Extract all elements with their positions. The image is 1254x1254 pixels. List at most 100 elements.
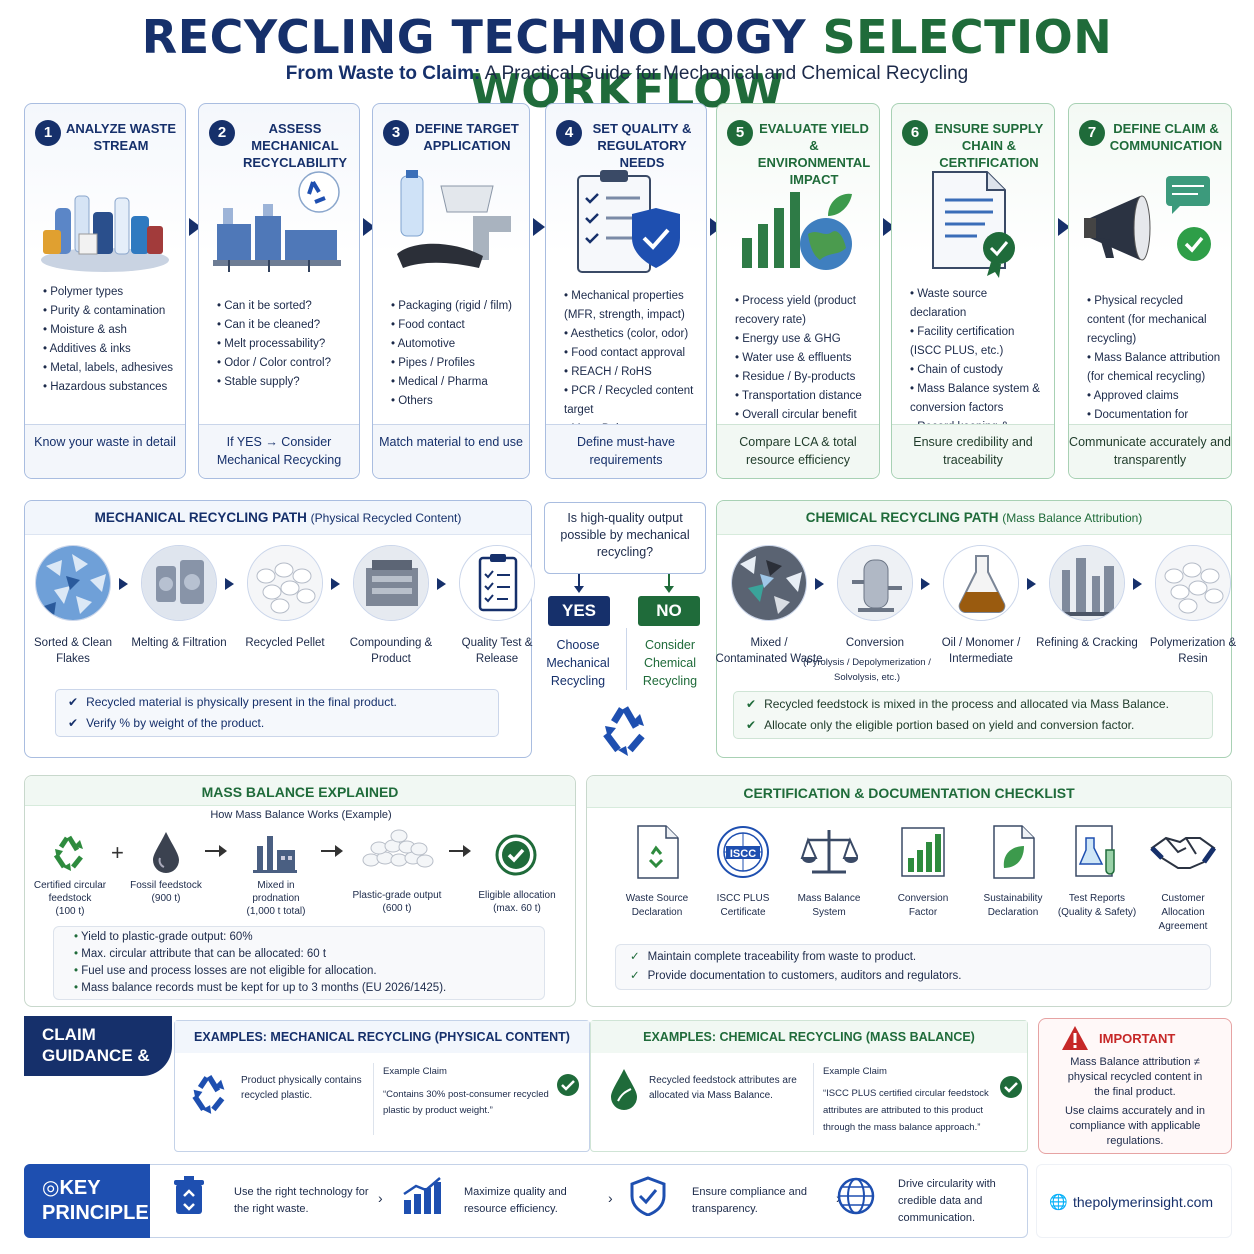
step-item: Facility certification (ISCC PLUS, etc.) [910, 323, 1046, 361]
step-card-2: 2 Assess Mechanical Recyclability Can it… [198, 103, 360, 479]
stage-arrow-icon [331, 578, 340, 590]
checklist-item-icon [1057, 824, 1137, 882]
checklist-note-1: Maintain complete traceability from wast… [647, 951, 917, 963]
step-item: Hazardous substances [43, 378, 177, 397]
chem-stage-5-icon [1155, 545, 1231, 621]
important-text-2: Use claims accurately and in compliance … [1064, 1105, 1205, 1147]
step-item: Automotive [391, 335, 521, 354]
stage-arrow-icon [437, 578, 446, 590]
step-card-1: 1 Analyze Waste Stream Polymer typesPuri… [24, 103, 186, 479]
step-card-5: 5 Evaluate Yield & Environmental Impact … [716, 103, 880, 479]
mech-stage-label: Sorted & Clean Flakes [34, 637, 112, 665]
step-item: Stable supply? [217, 373, 351, 392]
key-principle-icon [836, 1176, 876, 1218]
checklist-item-3: Mass Balance System [789, 824, 869, 920]
mechanical-path-panel: MECHANICAL RECYCLING PATH (Physical Recy… [24, 500, 535, 758]
mb-label-4: Plastic-grade output(600 t) [352, 890, 442, 914]
stage-arrow-icon [921, 578, 930, 590]
circular-feedstock-icon [49, 832, 89, 877]
step-number: 1 [35, 120, 61, 146]
checklist-item-label: Mass Balance System [797, 893, 861, 918]
website-box: 🌐 thepolymerinsight.com [1036, 1164, 1232, 1238]
arrow-icon [321, 844, 343, 863]
checklist-item-label: Customer Allocation Agreement [1158, 893, 1208, 932]
mass-balance-notes: Yield to plastic-grade output: 60% Max. … [53, 926, 545, 1000]
chem-claims-title: EXAMPLES: CHEMICAL RECYCLING (MASS BALAN… [591, 1021, 1027, 1053]
arrow-icon [205, 844, 227, 863]
yes-text: Choose Mechanical Recycling [546, 638, 610, 688]
important-box: IMPORTANT Mass Balance attribution ≠ phy… [1038, 1018, 1232, 1154]
no-connector [668, 574, 670, 588]
step-arrow-icon [533, 218, 545, 236]
step-illustration-icon [727, 168, 869, 278]
svg-text:ISCC: ISCC [730, 848, 756, 860]
decision-divider [626, 628, 627, 690]
no-badge: NO [638, 596, 700, 626]
decision-question: Is high-quality output possible by mecha… [544, 502, 706, 574]
step-footer: Know your waste in detail [25, 424, 185, 478]
chem-example: “ISCC PLUS certified circular feedstock … [823, 1088, 989, 1133]
yes-badge: YES [548, 596, 610, 626]
mechanical-path-title: MECHANICAL RECYCLING PATH (Physical Recy… [25, 501, 531, 535]
step-card-7: 7 Define Claim & Communication Physical … [1068, 103, 1232, 479]
step-item: Physical recycled content (for mechanica… [1087, 292, 1223, 349]
step-footer: Match material to end use [373, 424, 529, 478]
mech-check-1: Recycled material is physically present … [86, 695, 397, 709]
step-illustration-icon [209, 168, 349, 278]
website-link[interactable]: thepolymerinsight.com [1073, 1194, 1214, 1210]
checklist-item-label: Test Reports (Quality & Safety) [1057, 893, 1137, 918]
step-item: Transportation distance [735, 387, 871, 406]
no-arrow [664, 586, 674, 593]
step-item: Overall circular benefit [735, 406, 871, 425]
conversion-note: (Pyrolysis / Depolymerization / Solvolys… [803, 657, 931, 683]
stage-arrow-icon [815, 578, 824, 590]
step-item: Polymer types [43, 283, 177, 302]
checklist-item-label: Sustainability Declaration [983, 893, 1043, 918]
mass-balance-panel: MASS BALANCE EXPLAINED How Mass Balance … [24, 775, 576, 1007]
checklist-item-icon [789, 824, 869, 882]
mechanical-claims-box: EXAMPLES: MECHANICAL RECYCLING (PHYSICAL… [174, 1020, 590, 1152]
checklist-item-5: Sustainability Declaration [973, 824, 1053, 920]
step-card-3: 3 Define Target Application Packaging (r… [372, 103, 530, 479]
recycle-icon [187, 1071, 231, 1120]
step-item: Process yield (product recovery rate) [735, 292, 871, 330]
subtitle-bold: From Waste to Claim: [285, 63, 481, 84]
step-item: Residue / By-products [735, 368, 871, 387]
factory-icon [251, 826, 299, 879]
mechanical-checks: ✔Recycled material is physically present… [55, 689, 499, 737]
claim-guidance-tab: CLAIM GUIDANCE & [24, 1016, 172, 1076]
step-illustration-icon [35, 168, 175, 278]
pellets-icon [357, 828, 437, 877]
check-circle-icon [556, 1073, 580, 1102]
step-title: Set Quality & Regulatory Needs [592, 121, 692, 170]
step-footer: Compare LCA & total resource efficiency [717, 424, 879, 478]
checklist-item-label: Conversion Factor [897, 893, 949, 918]
step-item: Others [391, 392, 521, 411]
key-principle-icon [402, 1176, 442, 1218]
step-item: Pipes / Profiles [391, 354, 521, 373]
step-item: Chain of custody [910, 361, 1046, 380]
mb-note-2: Max. circular attribute that can be allo… [74, 946, 524, 963]
step-footer: Define must-have requirements [546, 424, 706, 478]
chem-stage-1-icon [731, 545, 807, 621]
step-card-6: 6 Ensure Supply Chain & Certification Wa… [891, 103, 1055, 479]
divider-chevron-icon: › [608, 1190, 613, 1206]
checklist-item-label: ISCC PLUS Certificate [716, 893, 770, 918]
leaf-drop-icon [607, 1067, 641, 1116]
step-item: Mass Balance system & conversion factors [910, 380, 1046, 418]
step-item: Energy use & GHG [735, 330, 871, 349]
checklist-item-7: Customer Allocation Agreement [1143, 824, 1223, 934]
step-item: Metal, labels, adhesives [43, 359, 177, 378]
key-principle-text: Use the right technology for the right w… [234, 1186, 369, 1215]
chemical-checks: ✔Recycled feedstock is mixed in the proc… [733, 691, 1213, 739]
divider-chevron-icon: › [378, 1190, 383, 1206]
chem-example-label: Example Claim [823, 1066, 887, 1077]
chem-check-2: Allocate only the eligible portion based… [764, 718, 1135, 732]
divider [813, 1063, 814, 1135]
stage-arrow-icon [119, 578, 128, 590]
mass-balance-subtitle: How Mass Balance Works (Example) [210, 809, 392, 821]
recycle-icon [596, 700, 654, 758]
plus-sign: + [111, 840, 124, 865]
subtitle-rest: A Practical Guide for Mechanical and Che… [484, 63, 969, 84]
mech-claims-title: EXAMPLES: MECHANICAL RECYCLING (PHYSICAL… [175, 1021, 589, 1053]
